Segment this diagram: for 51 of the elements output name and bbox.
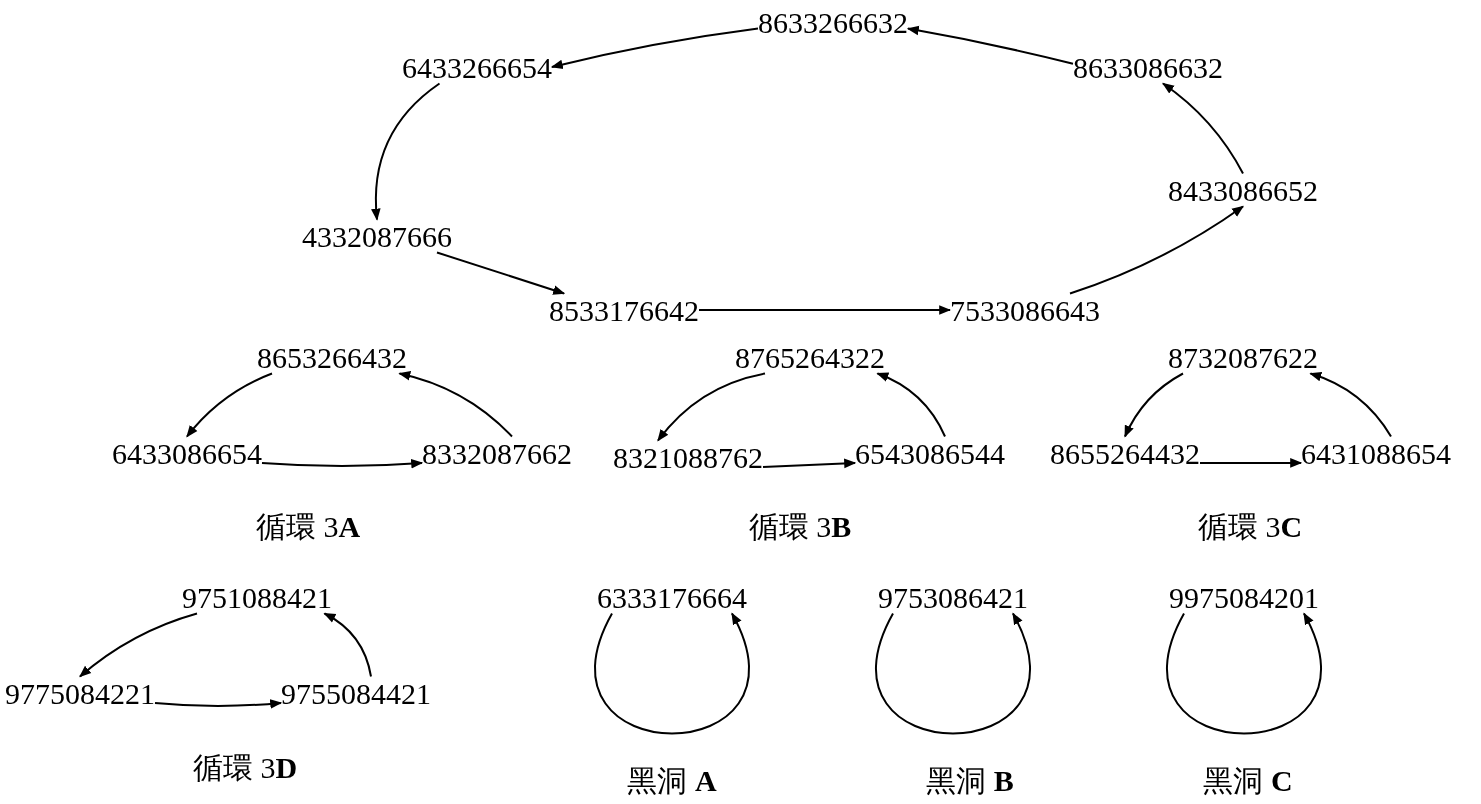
number-text: 8655264432 xyxy=(1050,436,1200,470)
arrow xyxy=(436,251,566,295)
arrow xyxy=(762,458,857,469)
arrow xyxy=(154,699,283,709)
group-caption: 黑洞 A xyxy=(627,763,717,797)
number-text: 8633086632 xyxy=(1073,50,1223,84)
arrow xyxy=(1309,372,1392,438)
arrow xyxy=(261,458,424,469)
number-text: 8433086652 xyxy=(1168,173,1318,207)
arrow xyxy=(79,612,198,678)
number-text: 9751088421 xyxy=(182,580,332,614)
arrow xyxy=(1162,82,1244,175)
number-text: 7533086643 xyxy=(950,293,1100,327)
group-caption: 黑洞 C xyxy=(1203,763,1293,797)
number-text: 4332087666 xyxy=(302,219,452,253)
arrow xyxy=(1069,205,1244,295)
loop-arrow xyxy=(594,612,750,735)
number-text: 8332087662 xyxy=(422,436,572,470)
number-text: 9775084221 xyxy=(5,676,155,710)
group-caption: 循環 3C xyxy=(1197,509,1303,543)
number-text: 9975084201 xyxy=(1169,580,1319,614)
number-text: 6431088654 xyxy=(1301,436,1451,470)
group-caption: 循環 3B xyxy=(748,509,852,543)
number-text: 8732087622 xyxy=(1168,340,1318,374)
group-caption: 循環 3A xyxy=(255,509,361,543)
arrow xyxy=(550,27,759,70)
arrow xyxy=(371,82,441,221)
arrow xyxy=(698,305,952,315)
loop-arrow xyxy=(875,612,1031,735)
number-text: 8765264322 xyxy=(735,340,885,374)
number-text: 8321088762 xyxy=(613,440,763,474)
number-text: 6333176664 xyxy=(597,580,747,614)
number-text: 8533176642 xyxy=(549,293,699,327)
number-text: 8633266632 xyxy=(758,5,908,39)
number-text: 6433086654 xyxy=(112,436,262,470)
arrow xyxy=(876,372,946,438)
loop-arrow xyxy=(1166,612,1322,735)
group-caption: 循環 3D xyxy=(192,750,298,784)
number-text: 9755084421 xyxy=(281,676,431,710)
arrow xyxy=(906,25,1074,65)
arrow xyxy=(398,371,513,438)
arrow xyxy=(1124,372,1184,438)
arrow xyxy=(657,372,766,442)
number-text: 6543086544 xyxy=(855,436,1005,470)
number-text: 6433266654 xyxy=(402,50,552,84)
arrow xyxy=(323,612,372,678)
arrow xyxy=(186,372,273,438)
group-caption: 黑洞 B xyxy=(926,763,1014,797)
arrow xyxy=(1199,458,1303,468)
number-text: 9753086421 xyxy=(878,580,1028,614)
number-text: 8653266432 xyxy=(257,340,407,374)
